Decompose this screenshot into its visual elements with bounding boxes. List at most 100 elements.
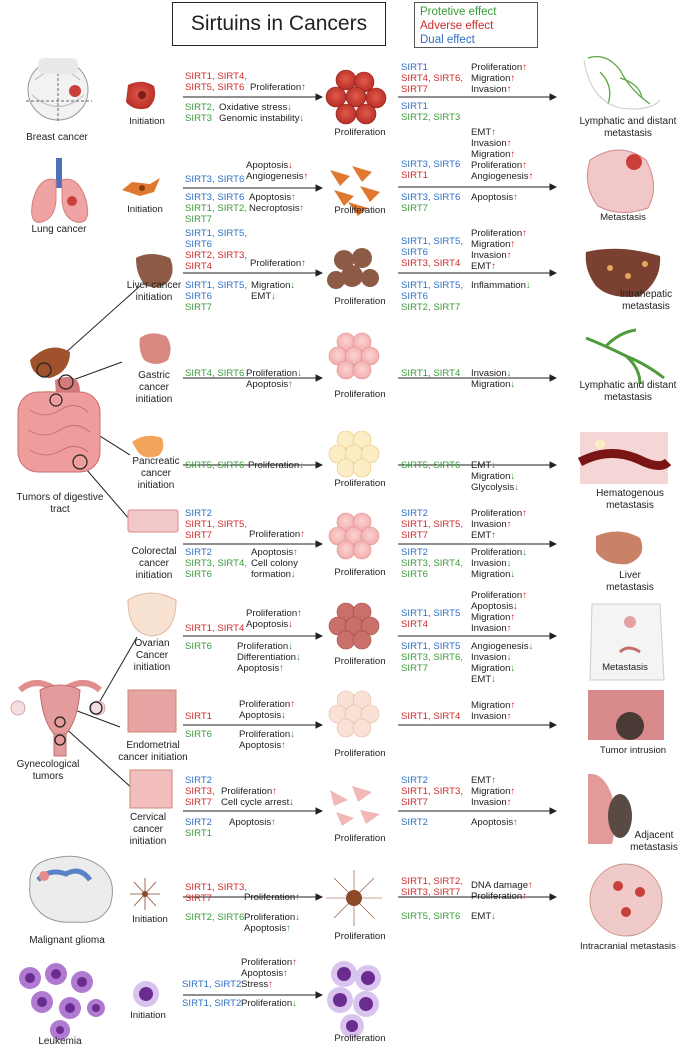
sirt-list: SIRT2: [401, 508, 429, 519]
sirt-list: SIRT1, SIRT4: [401, 368, 461, 379]
effect-line: Proliferation↑: [471, 508, 527, 519]
sirt-list: SIRT7: [185, 302, 213, 313]
effect-line: Invasion↑: [471, 138, 512, 149]
sirt-list: SIRT4: [185, 261, 213, 272]
sirt-list: SIRT1, SIRT2: [182, 979, 242, 990]
sirt-list: SIRT6: [185, 291, 213, 302]
effect-line: Apoptosis↓: [246, 619, 293, 630]
breast-metastasis: Lymphatic and distant metastasis: [579, 116, 677, 139]
effect-line: Oxidative stress↓: [219, 102, 293, 113]
endometrial-proliferation: Proliferation: [334, 748, 386, 759]
glioma-metastasis: Intracranial metastasis: [580, 941, 676, 952]
effect-line: Glycolysis↓: [471, 482, 519, 493]
sirt-list: SIRT3, SIRT7: [401, 887, 461, 898]
page-title: Sirtuins in Cancers: [172, 2, 386, 46]
effect-line: Proliferation↑: [239, 699, 295, 710]
effect-line: Migration↓: [471, 379, 516, 390]
leukemia-proliferation: Proliferation: [334, 1033, 386, 1044]
effect-line: EMT↓: [251, 291, 277, 302]
sirt-list: SIRT3,: [185, 786, 215, 797]
sirt-list: SIRT6: [401, 291, 429, 302]
effect-line: Migration↑: [471, 73, 516, 84]
effect-line: Necroptosis↑: [249, 203, 305, 214]
effect-line: Proliferation↓: [248, 460, 304, 471]
effect-line: Proliferation↓: [239, 729, 295, 740]
organ-glioma: Malignant glioma: [29, 935, 105, 946]
effect-line: Apoptosis↓: [471, 601, 518, 612]
colorectal-initiation: Colorectal cancer initiation: [131, 546, 177, 581]
effect-line: Apoptosis↑: [251, 547, 298, 558]
sirt-list: SIRT7: [185, 893, 213, 904]
legend-protective: Protetive effect: [420, 6, 497, 18]
sirt-list: SIRT6: [185, 239, 213, 250]
endometrial-initiation: Endometrial cancer initiation: [118, 740, 188, 763]
sirt-list: SIRT1, SIRT4: [185, 623, 245, 634]
effect-line: Apoptosis↑: [229, 817, 276, 828]
lung-initiation: Initiation: [127, 204, 163, 215]
effect-line: Proliferation↓: [471, 547, 527, 558]
ovarian-metastasis: Metastasis: [602, 662, 648, 673]
effect-line: Proliferation↑: [221, 786, 277, 797]
sirt-list: SIRT1, SIRT3,: [401, 786, 464, 797]
effect-line: Apoptosis↑: [241, 968, 288, 979]
effect-line: Genomic instability↓: [219, 113, 305, 124]
sirt-list: SIRT1, SIRT5,: [401, 280, 464, 291]
leukemia-cells-icon: [19, 963, 105, 1040]
effect-line: Invasion↑: [471, 519, 512, 530]
liver-proliferation: Proliferation: [334, 296, 386, 307]
breast-icon: [26, 58, 92, 122]
sirt-list: SIRT2, SIRT3: [401, 112, 461, 123]
effect-line: Proliferation↑: [471, 891, 527, 902]
effect-line: Migration↑: [471, 239, 516, 250]
sirt-list: SIRT1, SIRT4,: [185, 71, 248, 82]
effect-line: Angiogenesis↓: [471, 641, 534, 652]
proliferation-cells-icon: [325, 69, 387, 1038]
effect-line: Cell colony: [251, 558, 298, 569]
effect-line: Invasion↑: [471, 623, 512, 634]
digestive-tract-icon: [17, 347, 101, 473]
sirt-list: SIRT1, SIRT4: [401, 711, 461, 722]
sirt-list: SIRT2: [401, 775, 429, 786]
sirt-list: SIRT1: [185, 828, 213, 839]
sirt-list: SIRT7: [401, 663, 429, 674]
organ-lung: Lung cancer: [31, 224, 87, 235]
sirt-list: SIRT1, SIRT2: [182, 998, 242, 1009]
sirt-list: SIRT7: [185, 214, 213, 225]
gastric-metastasis: Lymphatic and distant metastasis: [579, 380, 677, 403]
pancreatic-initiation: Pancreatic cancer initiation: [132, 456, 180, 491]
sirt-list: SIRT2, SIRT6: [185, 912, 245, 923]
sirt-list: SIRT5, SIRT6: [401, 911, 461, 922]
effect-line: Apoptosis↑: [239, 740, 286, 751]
effect-line: Apoptosis↓: [239, 710, 286, 721]
effect-line: Differentiation↓: [237, 652, 301, 663]
sirt-list: SIRT4: [401, 619, 429, 630]
sirt-list: SIRT2: [185, 547, 213, 558]
effect-line: Proliferation↑: [471, 62, 527, 73]
effect-line: Apoptosis↓: [246, 160, 293, 171]
lung-metastasis: Metastasis: [600, 212, 646, 223]
legend-adverse: Adverse effect: [420, 20, 494, 32]
effect-line: EMT↓: [471, 911, 497, 922]
sirt-list: SIRT1: [185, 711, 213, 722]
leukemia-initiation: Initiation: [130, 1010, 166, 1021]
sirt-list: SIRT1, SIRT5,: [185, 228, 248, 239]
effect-line: Proliferation↑: [246, 608, 302, 619]
effect-line: DNA damage↑: [471, 880, 533, 891]
effect-line: EMT↑: [471, 530, 497, 541]
organ-leukemia: Leukemia: [38, 1036, 82, 1047]
sirt-list: SIRT3, SIRT6: [401, 192, 461, 203]
effect-line: EMT↑: [471, 127, 497, 138]
sirt-list: SIRT2: [185, 817, 213, 828]
sirt-list: SIRT6: [185, 641, 213, 652]
sirt-list: SIRT2: [185, 508, 213, 519]
sirt-list: SIRT2, SIRT7: [401, 302, 461, 313]
effect-line: formation↓: [251, 569, 296, 580]
effect-line: Angiogenesis↑: [471, 171, 534, 182]
effect-line: Proliferation↑: [244, 892, 300, 903]
sirt-list: SIRT6: [185, 569, 213, 580]
sirt-list: SIRT1, SIRT2,: [401, 876, 464, 887]
gastric-initiation: Gastric cancer initiation: [135, 370, 173, 405]
cervical-proliferation: Proliferation: [334, 833, 386, 844]
sirt-list: SIRT3: [185, 113, 213, 124]
